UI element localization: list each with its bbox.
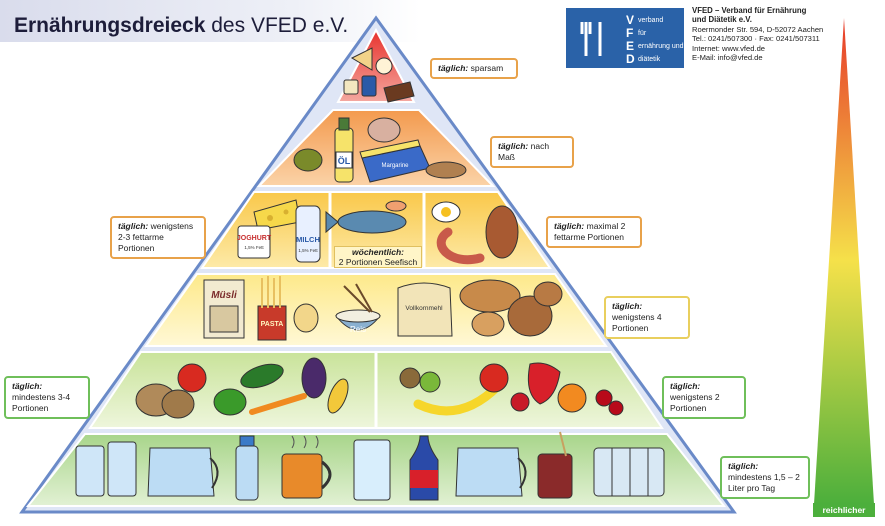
rice-label: Reis xyxy=(350,325,366,334)
logo-word-3: ernährung und xyxy=(638,43,684,50)
kiwi-icon xyxy=(399,367,441,393)
tomato-icon xyxy=(177,363,207,393)
label-sweets: täglich: sparsam xyxy=(430,58,518,79)
page-title-bold: Ernährungsdreieck xyxy=(14,14,206,37)
margarine-label: Margarine xyxy=(381,163,409,169)
org-email[interactable]: E-Mail: info@vfed.de xyxy=(692,53,763,63)
org-phone: Tel.: 0241/507300 · Fax: 0241/507311 xyxy=(692,34,820,44)
egg-icon xyxy=(431,201,461,223)
title-bar xyxy=(0,0,420,42)
tall-glass-icon xyxy=(353,439,391,501)
carrots-icon xyxy=(249,393,307,415)
milk-label: MILCH xyxy=(296,235,320,244)
noodles-icon xyxy=(293,303,319,333)
pepper-icon xyxy=(213,388,247,416)
water-glasses-icon xyxy=(75,441,137,497)
apple-icon xyxy=(479,363,509,393)
page-title-rest: des VFED e.V. xyxy=(211,14,349,37)
oil-bottle-icon: ÖL xyxy=(334,117,354,183)
muesli-label: Müsli xyxy=(211,290,237,301)
flour-sack-icon: Vollkornmehl xyxy=(397,282,453,337)
org-street: Roermonder Str. 594, D-52072 Aachen xyxy=(692,24,824,34)
water-bottle-icon xyxy=(235,435,259,501)
flour-label: Vollkornmehl xyxy=(405,305,443,312)
milk-fat-label: 1,5% Fett xyxy=(298,248,318,253)
cucumber-icon xyxy=(240,363,284,389)
org-web[interactable]: Internet: www.vfed.de xyxy=(692,43,766,53)
label-vegetables: täglich: mindestens 3-4 Portionen xyxy=(4,376,90,419)
organization-info: VFED – Verband für Ernährung und Diäteti… xyxy=(692,6,823,62)
eggplant-icon xyxy=(301,357,327,399)
second-jug-icon xyxy=(455,447,527,497)
cherries-icon xyxy=(595,389,613,407)
vfed-logo: V F E D verband für ernährung und diätet… xyxy=(566,8,684,68)
pasta-label: PASTA xyxy=(261,321,284,328)
label-grain: täglich: wenigstens 4 Portionen xyxy=(604,296,690,339)
yogurt-label: JOGHURT xyxy=(237,235,272,242)
logo-d: D xyxy=(626,52,635,66)
sausage-icon xyxy=(436,227,485,265)
label-drinks: täglich: mindestens 1,5 – 2 Liter pro Ta… xyxy=(720,456,810,499)
logo-e: E xyxy=(626,39,634,53)
olives-icon xyxy=(293,148,323,172)
logo-word-1: verband xyxy=(638,17,663,24)
yogurt-icon: JOGHURT 1,5% Fett xyxy=(237,225,272,259)
margarine-icon: Margarine xyxy=(359,139,431,183)
label-fats: täglich: nach Maß xyxy=(490,136,574,168)
orange-icon xyxy=(557,383,587,413)
bananas-icon xyxy=(413,381,503,416)
punch-glass-icon xyxy=(537,431,573,499)
tea-mug-icon xyxy=(281,435,332,499)
label-meat: täglich: maximal 2 fettarme Portionen xyxy=(546,216,642,248)
glass-stack-icon xyxy=(593,447,665,497)
label-fish: wöchentlich:2 Portionen Seefisch xyxy=(334,246,422,268)
chicken-leg-icon xyxy=(485,205,519,259)
water-jug-icon xyxy=(147,447,219,497)
page-title: Ernährungsdreieck des VFED e.V. xyxy=(14,14,348,38)
pasta-icon: PASTA xyxy=(257,276,287,341)
strawberry-icon xyxy=(527,362,561,405)
cutlery-icon xyxy=(580,22,602,56)
logo-v: V xyxy=(626,13,634,27)
seeds-icon xyxy=(425,161,467,179)
label-dairy: täglich: wenigstens 2-3 fettarme Portion… xyxy=(110,216,206,259)
potatoes-icon xyxy=(135,383,195,419)
corn-icon xyxy=(327,378,349,414)
strawberry-small-icon xyxy=(510,392,530,412)
org-name: VFED – Verband für Ernährung und Diäteti… xyxy=(692,6,807,25)
muesli-box-icon: Müsli xyxy=(203,279,245,339)
bread-icon xyxy=(459,279,563,337)
label-fruit: täglich: wenigstens 2 Portionen xyxy=(662,376,746,419)
red-bottle-icon xyxy=(409,435,439,501)
sweets-icon xyxy=(343,47,415,103)
fish-icon xyxy=(325,200,407,234)
rice-bowl-icon: Reis xyxy=(334,283,382,334)
oil-label: ÖL xyxy=(338,156,351,166)
logo-word-4: diätetik xyxy=(638,56,661,63)
gradient-label: reichlicher xyxy=(813,503,875,517)
quantity-gradient xyxy=(814,18,874,504)
logo-word-2: für xyxy=(638,30,647,37)
milk-bottle-icon: MILCH 1,5% Fett xyxy=(295,205,321,263)
yogurt-fat-label: 1,5% Fett xyxy=(244,245,264,250)
logo-f: F xyxy=(626,26,633,40)
nuts-icon xyxy=(367,117,401,143)
